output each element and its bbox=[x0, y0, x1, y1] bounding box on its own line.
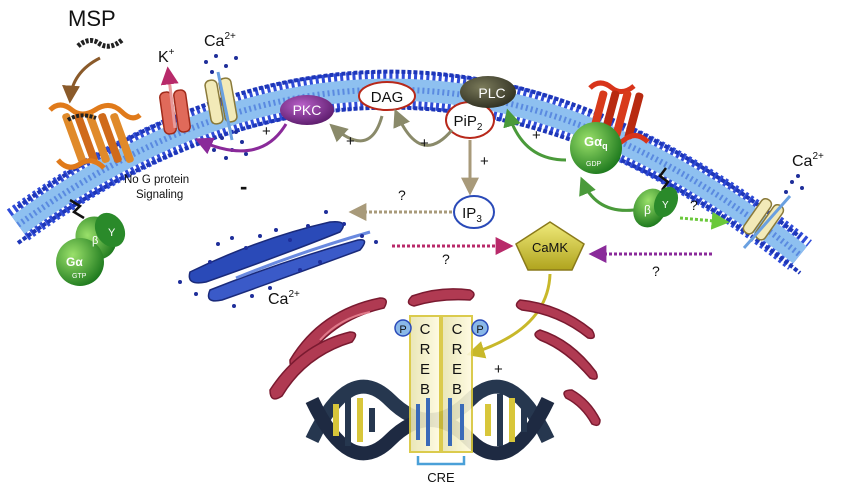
phospho-left-icon bbox=[394, 319, 412, 337]
ca-label-top: Ca2+ bbox=[204, 31, 236, 50]
svg-text:β: β bbox=[92, 235, 98, 247]
camk-plus: + bbox=[494, 361, 503, 378]
svg-text:R: R bbox=[452, 341, 463, 358]
svg-text:C: C bbox=[452, 321, 463, 338]
beta-gamma-icon: β Y bbox=[633, 186, 679, 228]
pip2-plus-2: + bbox=[480, 153, 489, 170]
msp-label: MSP bbox=[68, 6, 116, 31]
endoplasmic-reticulum-icon bbox=[178, 210, 378, 308]
svg-text:β: β bbox=[644, 203, 651, 217]
betagamma-question: ? bbox=[690, 197, 698, 213]
camk-label: CaMK bbox=[532, 240, 568, 255]
no-g-protein-label-line2: Signaling bbox=[136, 189, 183, 201]
g-protein-gtp-icon: β Y Gα GTP bbox=[56, 212, 126, 286]
galpha-to-plc-arrow bbox=[503, 108, 567, 162]
creb-dna-strand bbox=[416, 398, 464, 446]
svg-text:Gα: Gα bbox=[66, 255, 83, 269]
pkc-node bbox=[280, 95, 334, 125]
plc-label: PLC bbox=[478, 85, 505, 101]
camk-to-creb-arrow bbox=[466, 273, 552, 359]
dag-plus: + bbox=[346, 133, 355, 150]
k-label: K+ bbox=[158, 47, 175, 66]
galpha-plus: + bbox=[532, 127, 541, 144]
betagamma-to-galpha-arrow bbox=[579, 176, 635, 212]
pkc-label: PKC bbox=[293, 102, 322, 118]
ca-channel-right-icon bbox=[742, 195, 792, 249]
creb-left-letters: C R E B bbox=[420, 321, 431, 398]
cre-bracket bbox=[416, 456, 466, 466]
creb-box-right bbox=[441, 315, 473, 453]
mitochondria-icon bbox=[269, 288, 601, 427]
ip3-question: ? bbox=[398, 187, 406, 203]
creb-box-left bbox=[409, 315, 441, 453]
svg-text:Y: Y bbox=[662, 200, 669, 211]
orange-receptor-icon bbox=[48, 102, 142, 220]
svg-text:B: B bbox=[420, 381, 430, 398]
g-alpha-q-gdp-icon bbox=[570, 122, 622, 174]
svg-text:Y: Y bbox=[108, 227, 116, 239]
msp-peptide-icon bbox=[76, 38, 124, 49]
ip3-node bbox=[453, 195, 495, 229]
svg-text:R: R bbox=[420, 341, 431, 358]
svg-text:E: E bbox=[420, 361, 430, 378]
svg-text:B: B bbox=[452, 381, 462, 398]
ca-dots-right bbox=[784, 174, 804, 194]
pkc-minus: - bbox=[240, 174, 247, 199]
svg-text:E: E bbox=[452, 361, 462, 378]
svg-text:GTP: GTP bbox=[72, 273, 87, 280]
gdp-label: GDP bbox=[586, 161, 602, 168]
er-camk-question: ? bbox=[442, 251, 450, 267]
msp-arrow bbox=[62, 56, 101, 104]
ca-label-er: Ca2+ bbox=[268, 289, 300, 308]
cre-label: CRE bbox=[427, 470, 455, 485]
no-g-protein-label-line1: No G protein bbox=[124, 174, 189, 186]
phospho-right-label: P bbox=[476, 324, 483, 336]
pip2-plus: + bbox=[420, 135, 429, 152]
dag-to-pkc-arrow bbox=[329, 115, 384, 143]
dag-node bbox=[358, 81, 416, 111]
camk-node bbox=[515, 221, 585, 271]
svg-text:C: C bbox=[420, 321, 431, 338]
plc-node bbox=[460, 76, 516, 108]
ca-camk-question: ? bbox=[652, 263, 660, 279]
phospho-right-icon bbox=[471, 319, 489, 337]
betagamma-to-ca-channel-arrow bbox=[679, 211, 730, 230]
pkc-plus-1: + bbox=[262, 123, 271, 140]
g-alpha-q-label: Gαq bbox=[584, 134, 608, 151]
ip3-label: IP3 bbox=[462, 205, 482, 225]
pip2-label: PiP2 bbox=[454, 113, 483, 133]
pkc-to-k-arrow bbox=[194, 123, 288, 155]
creb-right-letters: C R E B bbox=[452, 321, 463, 398]
ca-channel-icon bbox=[204, 71, 238, 141]
pip2-to-dag-arrow bbox=[393, 108, 454, 147]
k-channel-icon bbox=[159, 66, 191, 135]
phospho-left-label: P bbox=[399, 324, 406, 336]
ca-label-right: Ca2+ bbox=[792, 151, 824, 170]
dag-label: DAG bbox=[371, 89, 404, 106]
